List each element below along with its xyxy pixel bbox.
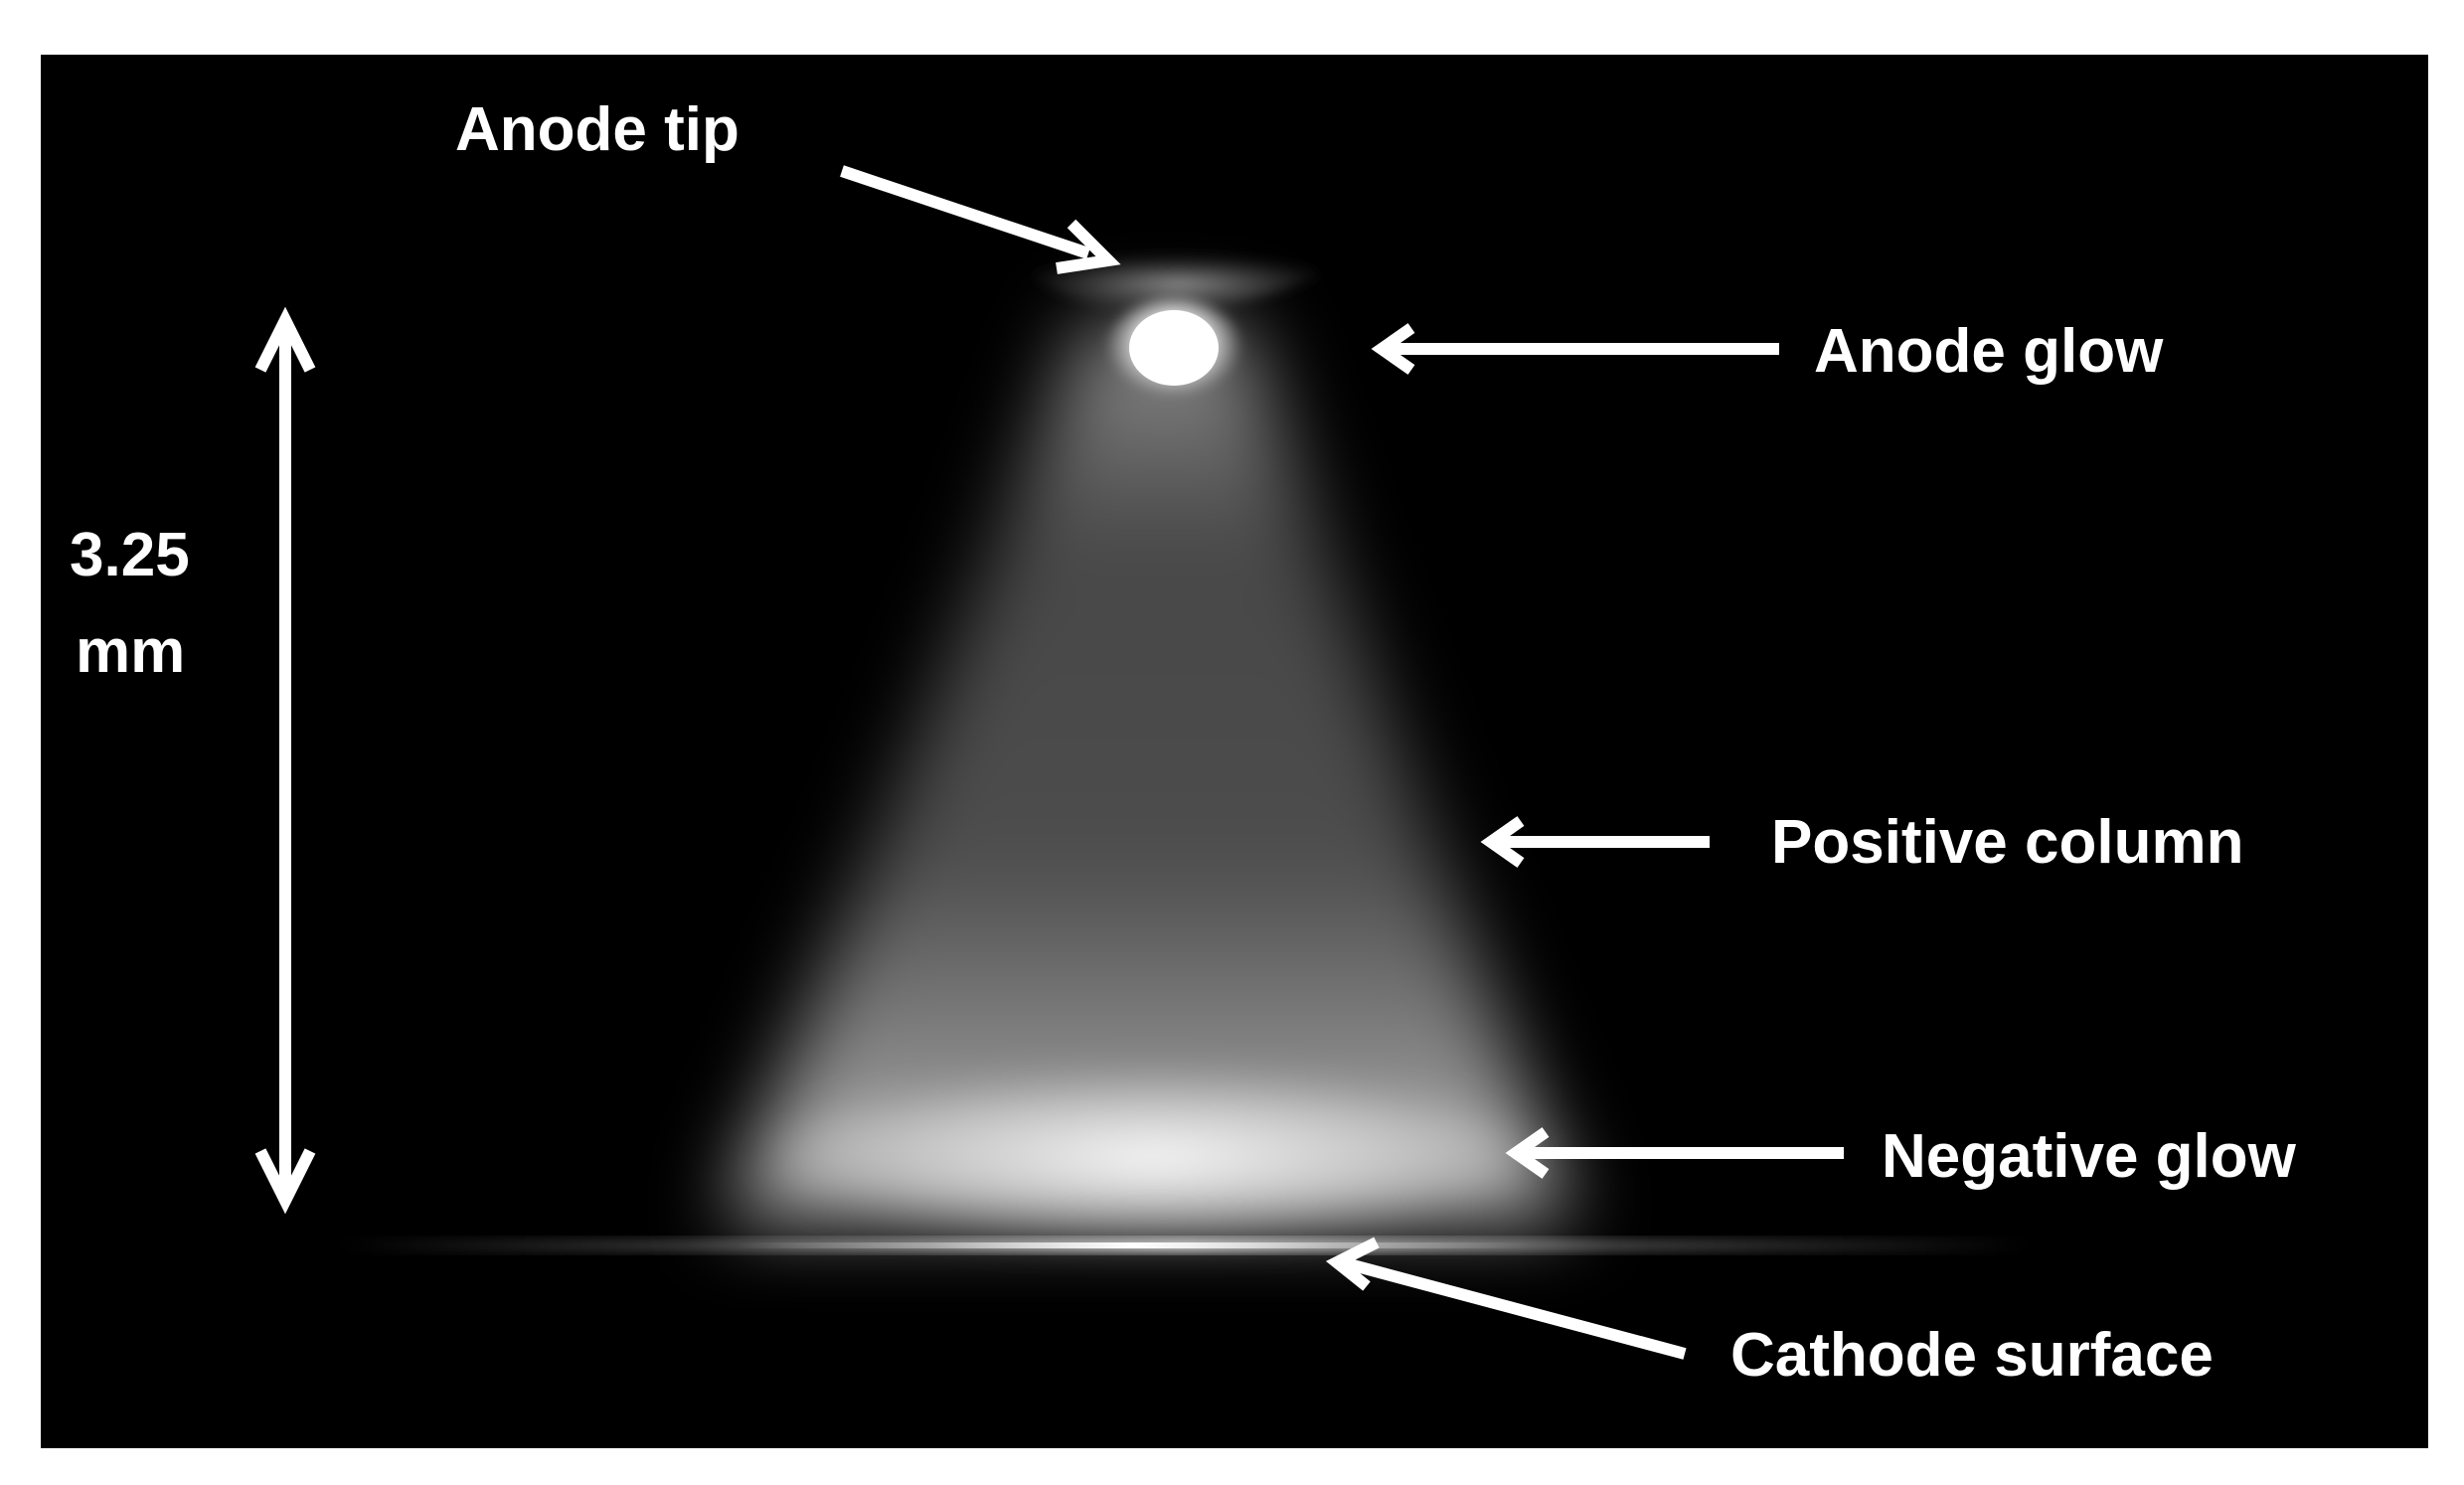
negative-glow-label: Negative glow — [1882, 1122, 2296, 1191]
anode-glow-label: Anode glow — [1814, 317, 2164, 386]
plasma-photograph — [41, 55, 2428, 1448]
positive-column-label: Positive column — [1771, 808, 2244, 877]
scale-value-label: 3.25 — [70, 521, 190, 589]
positive-column-arrow — [1480, 816, 1710, 868]
scale-double-arrow — [254, 306, 316, 1215]
anode-tip-shape — [1015, 253, 1343, 315]
cathode-surface-label: Cathode surface — [1730, 1321, 2214, 1390]
positive-column-glow — [727, 323, 1571, 1218]
negative-glow-region — [756, 1069, 1552, 1247]
cathode-surface-arrow — [1325, 1237, 1687, 1360]
scale-unit-label: mm — [76, 617, 186, 686]
anode-glow-arrow — [1371, 323, 1779, 375]
anode-tip-label: Anode tip — [455, 95, 739, 164]
negative-glow-arrow — [1505, 1127, 1844, 1179]
anode-tip-arrow — [840, 165, 1121, 274]
plasma-discharge-image — [339, 253, 2029, 1250]
